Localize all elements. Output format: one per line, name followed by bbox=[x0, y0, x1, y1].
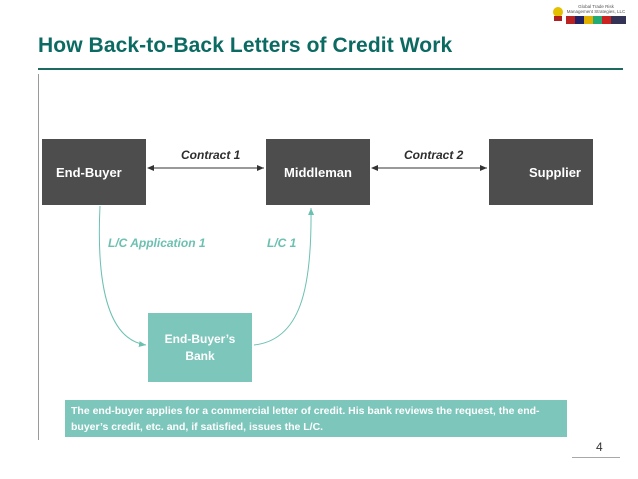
logo-company-name: Global Trade Risk Management Strategies,… bbox=[566, 4, 626, 14]
left-margin-rule bbox=[38, 74, 39, 440]
slide-title: How Back-to-Back Letters of Credit Work bbox=[38, 34, 453, 57]
logo-flag-strip bbox=[566, 16, 626, 24]
title-underline bbox=[38, 68, 623, 70]
supplier-node: Supplier bbox=[489, 139, 593, 205]
page-number: 4 bbox=[596, 440, 603, 454]
lc1-arrow bbox=[253, 207, 315, 346]
contract2-label: Contract 2 bbox=[404, 148, 464, 162]
lc-application-label: L/C Application 1 bbox=[108, 236, 206, 250]
explanation-note: The end-buyer applies for a commercial l… bbox=[65, 400, 567, 437]
supplier-label: Supplier bbox=[528, 164, 581, 180]
page-number-rule bbox=[572, 457, 620, 458]
company-logo: Global Trade Risk Management Strategies,… bbox=[548, 4, 626, 26]
end-buyer-label: End-Buyer bbox=[56, 164, 122, 180]
end-buyer-node: End-Buyer bbox=[42, 139, 146, 205]
middleman-label: Middleman bbox=[284, 164, 352, 180]
lc-application-arrow bbox=[98, 205, 147, 347]
bank-label-line1: End-Buyer’s bbox=[164, 331, 236, 346]
end-buyers-bank-node: End-Buyer’s Bank bbox=[148, 313, 252, 382]
logo-emblem-icon bbox=[553, 7, 563, 21]
lc1-label: L/C 1 bbox=[267, 236, 297, 250]
contract1-label: Contract 1 bbox=[181, 148, 241, 162]
middleman-node: Middleman bbox=[266, 139, 370, 205]
bank-label-line2: Bank bbox=[185, 348, 215, 363]
